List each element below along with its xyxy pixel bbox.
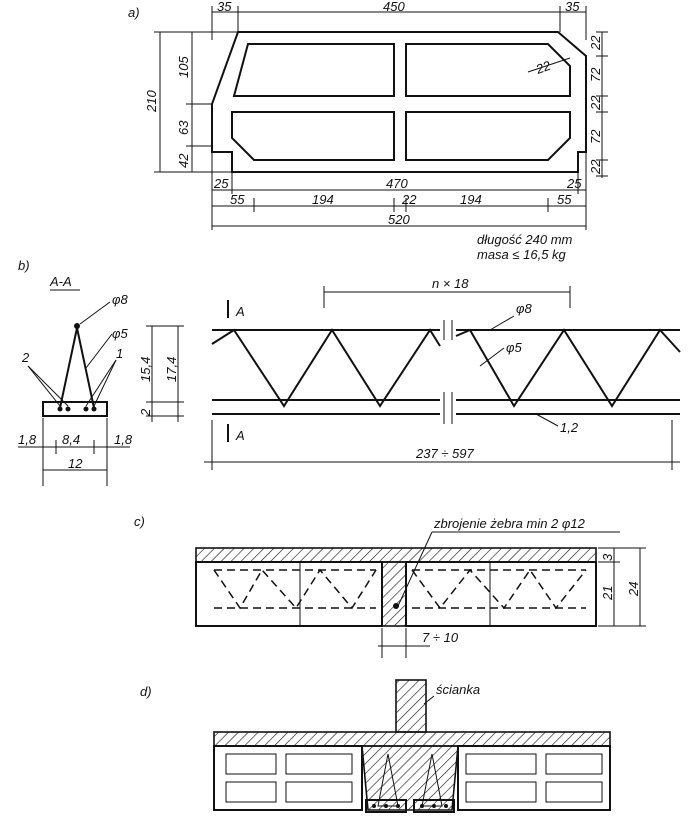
elev-rod-top: φ8 [516,301,532,316]
dim-top-left: 35 [217,0,232,14]
cavity-bottom-left [231,111,395,161]
rib [381,561,407,627]
section-title: A-A [49,274,72,289]
dim-bottom-left: 1,8 [18,432,37,447]
dim-bottom1-middle: 470 [386,176,408,191]
section-base [42,401,108,417]
elev-rod-diag: φ5 [506,340,522,355]
panel-d: d) ścianka [140,679,611,813]
partition-wall [395,679,427,733]
dim-height-3: 2 [138,408,153,417]
lattice-left [211,328,441,408]
wall-callout: ścianka [436,682,480,697]
dim-spacing: n × 18 [432,276,469,291]
panel-c-label: c) [134,514,145,529]
dim-bottom1-left: 25 [213,176,229,191]
panel-c: c) zbrojenie żebra min 2 φ12 3 21 24 [134,514,646,658]
dim-span: 237 ÷ 597 [415,446,475,461]
dim-top-middle: 450 [383,0,405,14]
dim-bottom2-4: 194 [460,192,482,207]
dim-bottom-right: 1,8 [114,432,133,447]
section-mark-bottom: A [235,428,245,443]
panel-a-label: a) [128,5,140,20]
panel-b: b) A-A φ8 φ5 2 1 15,4 17,4 2 [18,258,681,486]
cavity-top-left [232,43,395,97]
lattice-right [455,328,681,408]
section-rod-top: φ8 [112,292,128,307]
dim-left-bottom: 42 [176,153,191,168]
block-d-left [213,745,363,811]
dim-bottom-middle: 8,4 [62,432,80,447]
dim-bottom-total: 520 [388,212,410,227]
dim-total-height: 24 [626,582,641,597]
dim-bottom2-2: 194 [312,192,334,207]
block-left [195,561,383,627]
dim-rib-width: 7 ÷ 10 [422,630,459,645]
panel-a: a) 35 450 35 210 105 63 42 [128,0,608,262]
rib-callout: zbrojenie żebra min 2 φ12 [433,516,586,531]
block-outline [211,31,587,173]
dim-left-middle: 63 [176,120,191,135]
dim-left-total: 210 [144,90,159,113]
section-mark-top: A [235,304,245,319]
dim-height-1: 15,4 [138,357,153,382]
cavity-top-right [405,43,571,97]
dim-right-1: 22 [588,35,603,51]
dim-bottom1-right: 25 [566,176,582,191]
panel-d-label: d) [140,684,152,699]
dim-bottom2-3: 22 [401,192,417,207]
dim-block-height: 21 [600,586,615,601]
dim-web-thickness: 22 [533,58,553,78]
dim-right-5: 22 [588,159,603,175]
panel-b-label: b) [18,258,30,273]
topping-slab-d [213,731,611,747]
marker-2: 2 [21,350,30,365]
elev-bottom-mark: 1,2 [560,420,579,435]
dim-topping: 3 [600,553,615,561]
block-right [405,561,597,627]
dim-right-4: 72 [588,129,603,144]
dim-height-2: 17,4 [164,357,179,382]
dim-left-top: 105 [176,56,191,78]
dim-top-right: 35 [565,0,580,14]
cavity-bottom-right [405,111,571,161]
topping-slab [195,547,597,563]
dim-width: 12 [68,456,83,471]
section-rod-diag: φ5 [112,326,128,341]
block-d-right [457,745,611,811]
note-length: długość 240 mm [477,232,573,247]
marker-1: 1 [116,346,123,361]
dim-right-3: 22 [588,95,603,111]
note-mass: masa ≤ 16,5 kg [477,247,567,262]
dim-bottom2-5: 55 [557,192,572,207]
dim-right-2: 72 [588,67,603,82]
dim-bottom2-1: 55 [230,192,245,207]
top-rod-dot [74,323,80,329]
